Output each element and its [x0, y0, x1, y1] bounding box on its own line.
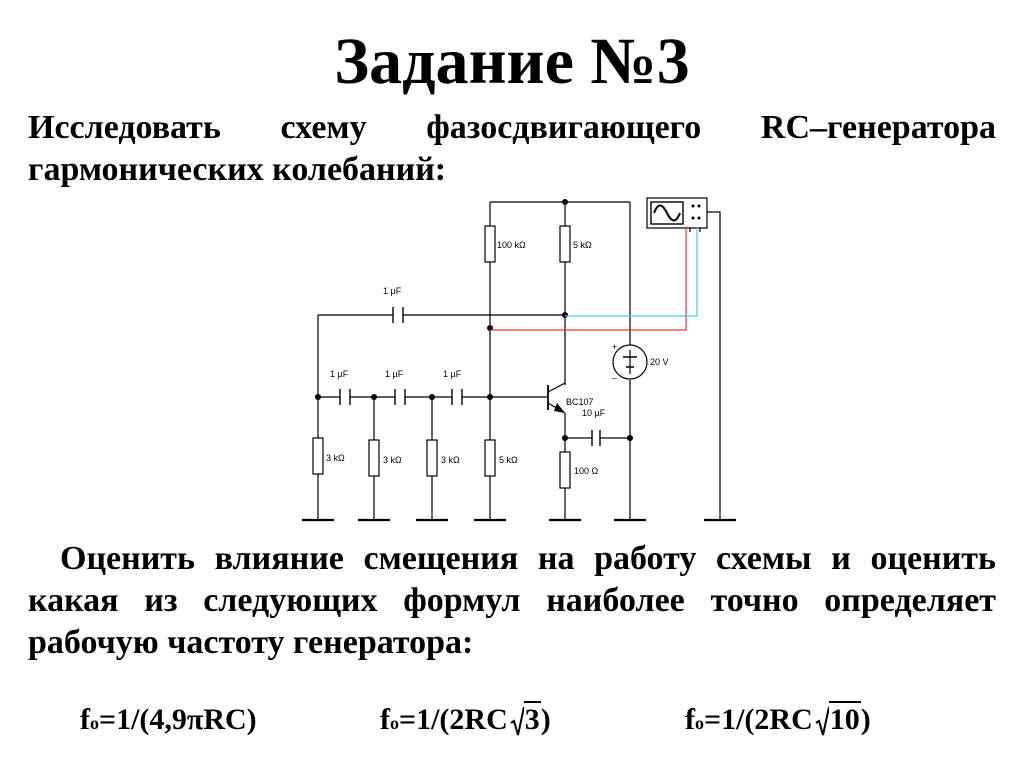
resistor-3k-1	[312, 437, 324, 475]
slide-title: Задание №3	[334, 25, 690, 98]
probe-wire-blue	[565, 228, 698, 317]
resistor-3k-3	[426, 439, 438, 477]
sqrt-10: 10	[815, 700, 861, 740]
task-paragraph: Оценить влияние смещения на работу схемы…	[28, 540, 996, 661]
sine-wave-icon	[653, 204, 681, 222]
resistor-5k-collector	[559, 225, 571, 263]
label-r-bias: 100 kΩ	[497, 240, 526, 250]
sqrt-3: 3	[510, 700, 541, 740]
label-source-minus: –	[612, 373, 617, 383]
label-r3: 3 kΩ	[441, 455, 460, 465]
label-source: 20 V	[650, 357, 669, 367]
label-source-plus: +	[612, 342, 617, 352]
formula-1: fo=1/(4,9πRC)	[80, 703, 257, 736]
label-r-base: 5 kΩ	[499, 455, 518, 465]
label-r2: 3 kΩ	[383, 455, 402, 465]
label-c-emitter: 10 µF	[582, 408, 606, 418]
rc-oscillator-circuit-diagram: 1 µF 1 µF 1 µF 1 µF 3 kΩ 3 kΩ 3 kΩ 5 kΩ …	[302, 197, 736, 522]
label-transistor: BC107	[566, 397, 594, 407]
resistor-100-emitter	[559, 451, 571, 489]
label-r-emitter: 100 Ω	[574, 466, 599, 476]
label-r1: 3 kΩ	[326, 453, 345, 463]
intro-paragraph: Исследовать схему фазосдвигающего RC–ген…	[28, 109, 996, 188]
label-c2: 1 µF	[385, 369, 404, 379]
resistor-100k	[484, 225, 496, 263]
label-c-feedback: 1 µF	[383, 286, 402, 296]
label-r-collector: 5 kΩ	[573, 240, 592, 250]
resistor-5k-base	[484, 439, 496, 477]
label-c3: 1 µF	[443, 369, 462, 379]
probe-wire-red	[490, 228, 687, 331]
label-c1: 1 µF	[330, 369, 349, 379]
dc-source-20v	[612, 344, 648, 380]
resistor-3k-2	[368, 439, 380, 477]
oscilloscope	[646, 197, 708, 229]
